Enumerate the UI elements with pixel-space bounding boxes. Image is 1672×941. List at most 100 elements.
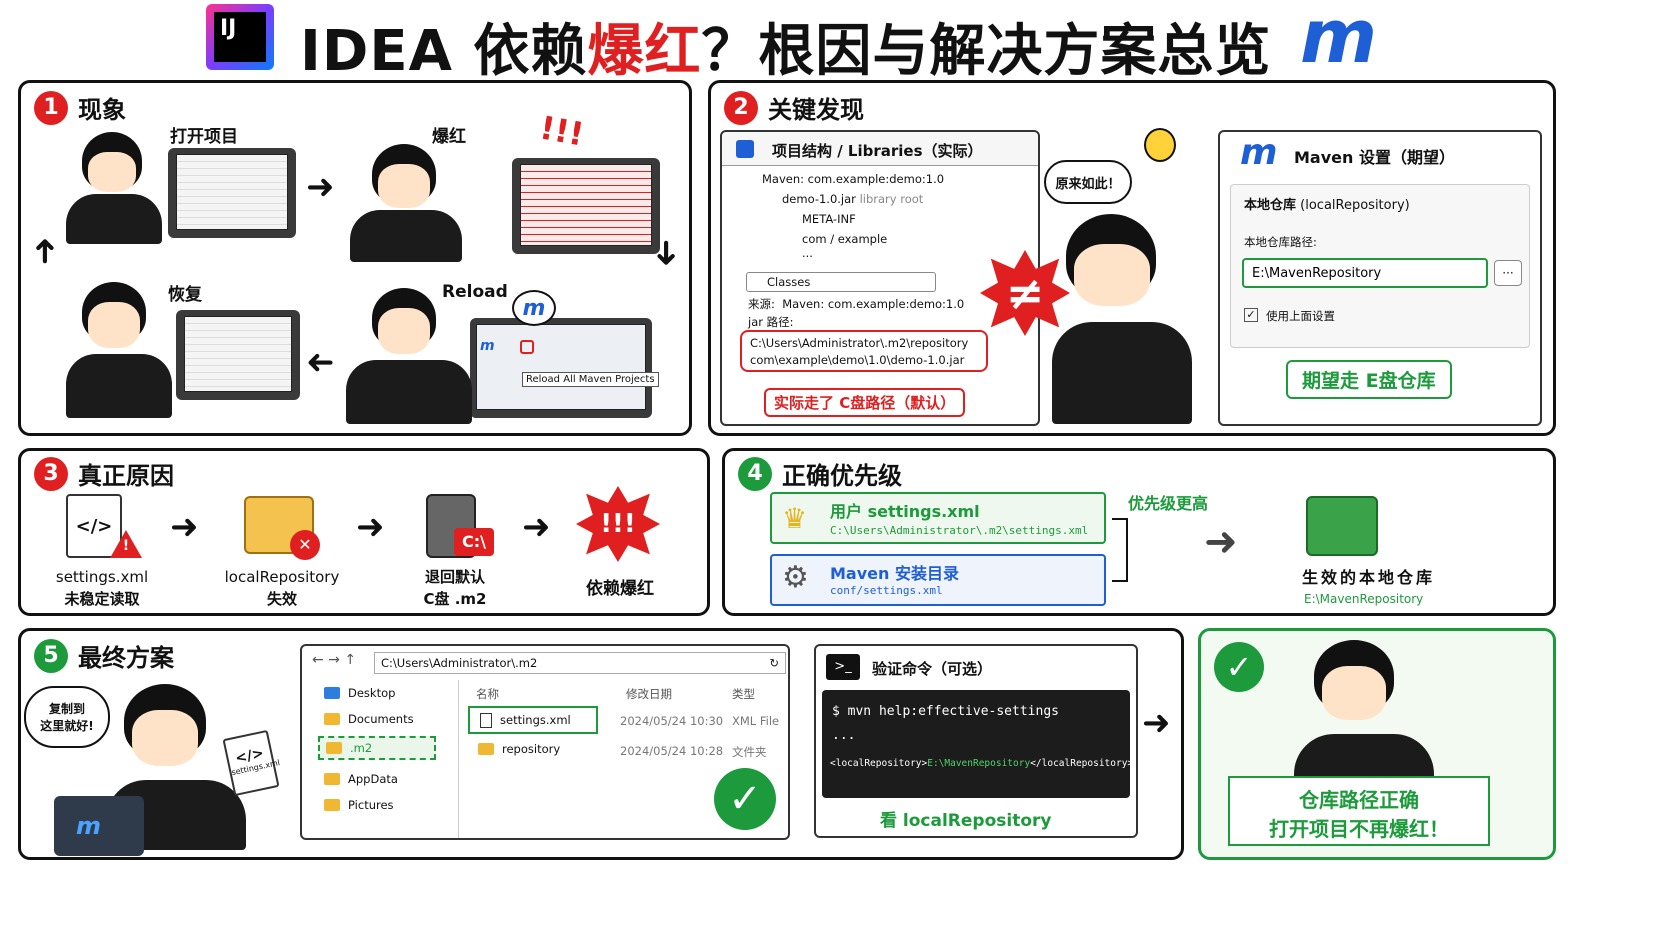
jar-path-line-1: C:\Users\Administrator\.m2\repository — [750, 336, 969, 350]
local-repo-title-en: (localRepository) — [1300, 198, 1410, 213]
maven-install-path: conf/settings.xml — [830, 584, 943, 597]
intellij-logo: IJ — [206, 4, 274, 70]
file-icon — [480, 712, 492, 728]
file-row-repository[interactable]: repository — [478, 742, 560, 756]
actual-path-note: 实际走了 C盘路径（默认） — [764, 388, 966, 417]
step-red-label: 依赖爆红 — [586, 579, 654, 599]
step-number-badge: 2 — [724, 90, 758, 125]
person-celebrating — [1290, 640, 1440, 780]
file-name: repository — [502, 742, 561, 756]
local-repo-path-label: 本地仓库路径: — [1244, 235, 1317, 249]
step-number-badge: 3 — [34, 456, 68, 491]
tree-demo-jar[interactable]: demo-1.0.jar library root — [782, 192, 923, 206]
column-date[interactable]: 修改日期 — [626, 687, 672, 701]
classes-field[interactable]: Classes — [746, 272, 936, 292]
step-line-2: C盘 .m2 — [423, 590, 487, 608]
sidebar-label: AppData — [348, 772, 398, 786]
realization-bubble: 原来如此！ — [1044, 160, 1132, 204]
reload-button[interactable] — [520, 340, 534, 354]
column-type[interactable]: 类型 — [732, 687, 755, 701]
file-date: 2024/05/24 10:30 — [620, 714, 724, 728]
intellij-small-icon — [736, 140, 754, 158]
local-repo-title-zh: 本地仓库 — [1244, 198, 1297, 213]
browse-button[interactable]: ··· — [1494, 260, 1522, 286]
maven-m-icon: m — [1240, 132, 1278, 173]
sidebar-label: Desktop — [348, 686, 396, 700]
local-repo-title: 本地仓库 (localRepository) — [1244, 194, 1410, 213]
sidebar-item-desktop[interactable]: Desktop — [324, 686, 395, 700]
user-settings-path: C:\Users\Administrator\.m2\settings.xml — [830, 524, 1089, 537]
title-part-c: ？根因与解决方案总览 — [701, 19, 1272, 84]
sidebar-label: Pictures — [348, 798, 394, 812]
file-explorer-window: ← → ↑ C:\Users\Administrator\.m2 ↻ Deskto… — [300, 644, 790, 840]
column-name[interactable]: 名称 — [476, 687, 499, 701]
sidebar-item-m2[interactable]: .m2 — [318, 736, 436, 760]
arrow-right-icon: ➜ — [356, 507, 385, 547]
step-line-1: localRepository — [224, 568, 340, 586]
check-localrepo-note: 看 localRepository — [880, 811, 1052, 831]
user-settings-box — [770, 492, 1106, 544]
arrow-right-icon: ➜ — [170, 507, 199, 547]
expected-path-note: 期望走 E盘仓库 — [1286, 360, 1452, 399]
folder-icon — [326, 742, 342, 754]
terminal-result: <localRepository>E:\MavenRepository</loc… — [830, 758, 1133, 769]
tree-meta-inf[interactable]: META-INF — [802, 212, 856, 226]
step-number-badge: 4 — [738, 456, 772, 491]
tree-com-example[interactable]: com / example — [802, 232, 888, 246]
arrow-right-icon: ➜ — [306, 167, 335, 207]
use-settings-checkbox[interactable]: ✓ — [1244, 308, 1258, 322]
panel-4-title: 4 正确优先级 — [738, 456, 902, 491]
sidebar-item-appdata[interactable]: AppData — [324, 772, 398, 786]
classes-label: Classes — [767, 275, 811, 289]
file-name: settings.xml — [500, 713, 571, 727]
step-line-2: 未稳定读取 — [64, 590, 140, 608]
alarm-marks: !!! — [537, 108, 587, 154]
open-project-label: 打开项目 — [170, 127, 238, 147]
project-structure-window: 项目结构 / Libraries（实际） Maven: com.example:… — [720, 130, 1040, 426]
terminal-command[interactable]: $ mvn help:effective-settings — [832, 704, 1059, 719]
maven-side-icon: m — [480, 338, 495, 354]
sidebar-label: Documents — [348, 712, 414, 726]
file-row-settings[interactable]: settings.xml — [468, 706, 598, 734]
refresh-icon[interactable]: ↻ — [769, 656, 779, 670]
panel-2-title: 2 关键发现 — [724, 90, 864, 125]
effective-repo-label: 生效的本地仓库 — [1302, 568, 1436, 587]
sidebar-item-documents[interactable]: Documents — [324, 712, 414, 726]
address-text: C:\Users\Administrator\.m2 — [381, 656, 538, 670]
page-title: IDEA 依赖爆红？根因与解决方案总览 — [300, 6, 1271, 87]
folder-icon — [324, 799, 340, 811]
jar-path-line-2: com\example\demo\1.0\demo-1.0.jar — [750, 353, 965, 367]
local-repo-path-input[interactable] — [1242, 258, 1488, 288]
sidebar-item-pictures[interactable]: Pictures — [324, 798, 394, 812]
not-equal-burst: ≠ — [980, 250, 1070, 336]
big-check-icon: ✓ — [1214, 642, 1264, 692]
xml-close-tag: </localRepository> — [1030, 758, 1134, 769]
step-number-badge: 5 — [34, 638, 68, 673]
jar-path-box: C:\Users\Administrator\.m2\repository co… — [740, 330, 988, 372]
success-check-icon: ✓ — [714, 768, 776, 830]
user-settings-title: 用户 settings.xml — [830, 502, 980, 521]
laptop-recovered — [176, 310, 300, 400]
person-happy — [62, 278, 172, 418]
lightbulb-icon — [1144, 128, 1176, 162]
file-type: 文件夹 — [732, 745, 767, 759]
maven-bubble: m — [512, 290, 556, 326]
red-error-label: 爆红 — [432, 127, 466, 147]
verify-command-window: >_ 验证命令（可选） $ mvn help:effective-setting… — [814, 644, 1138, 838]
maven-settings-window: m Maven 设置（期望） 本地仓库 (localRepository) 本地… — [1218, 130, 1542, 426]
step-line-2: 失效 — [266, 590, 297, 608]
nav-arrows[interactable]: ← → ↑ — [312, 652, 357, 668]
file-type: XML File — [732, 714, 780, 728]
maven-install-box — [770, 554, 1106, 606]
maven-settings-title: Maven 设置（期望） — [1294, 148, 1455, 167]
arrow-up-icon: ➜ — [24, 236, 65, 266]
gear-icon: ⚙ — [782, 560, 809, 595]
jar-name: demo-1.0.jar — [782, 192, 856, 206]
tree-maven-lib[interactable]: Maven: com.example:demo:1.0 — [762, 172, 945, 186]
arrow-right-icon: ➜ — [1142, 703, 1171, 743]
priority-note: 优先级更高 — [1128, 494, 1209, 513]
address-bar[interactable]: C:\Users\Administrator\.m2 ↻ — [374, 652, 786, 674]
panel-2-heading: 关键发现 — [768, 96, 864, 124]
c-drive-badge: C:\ — [454, 528, 494, 556]
